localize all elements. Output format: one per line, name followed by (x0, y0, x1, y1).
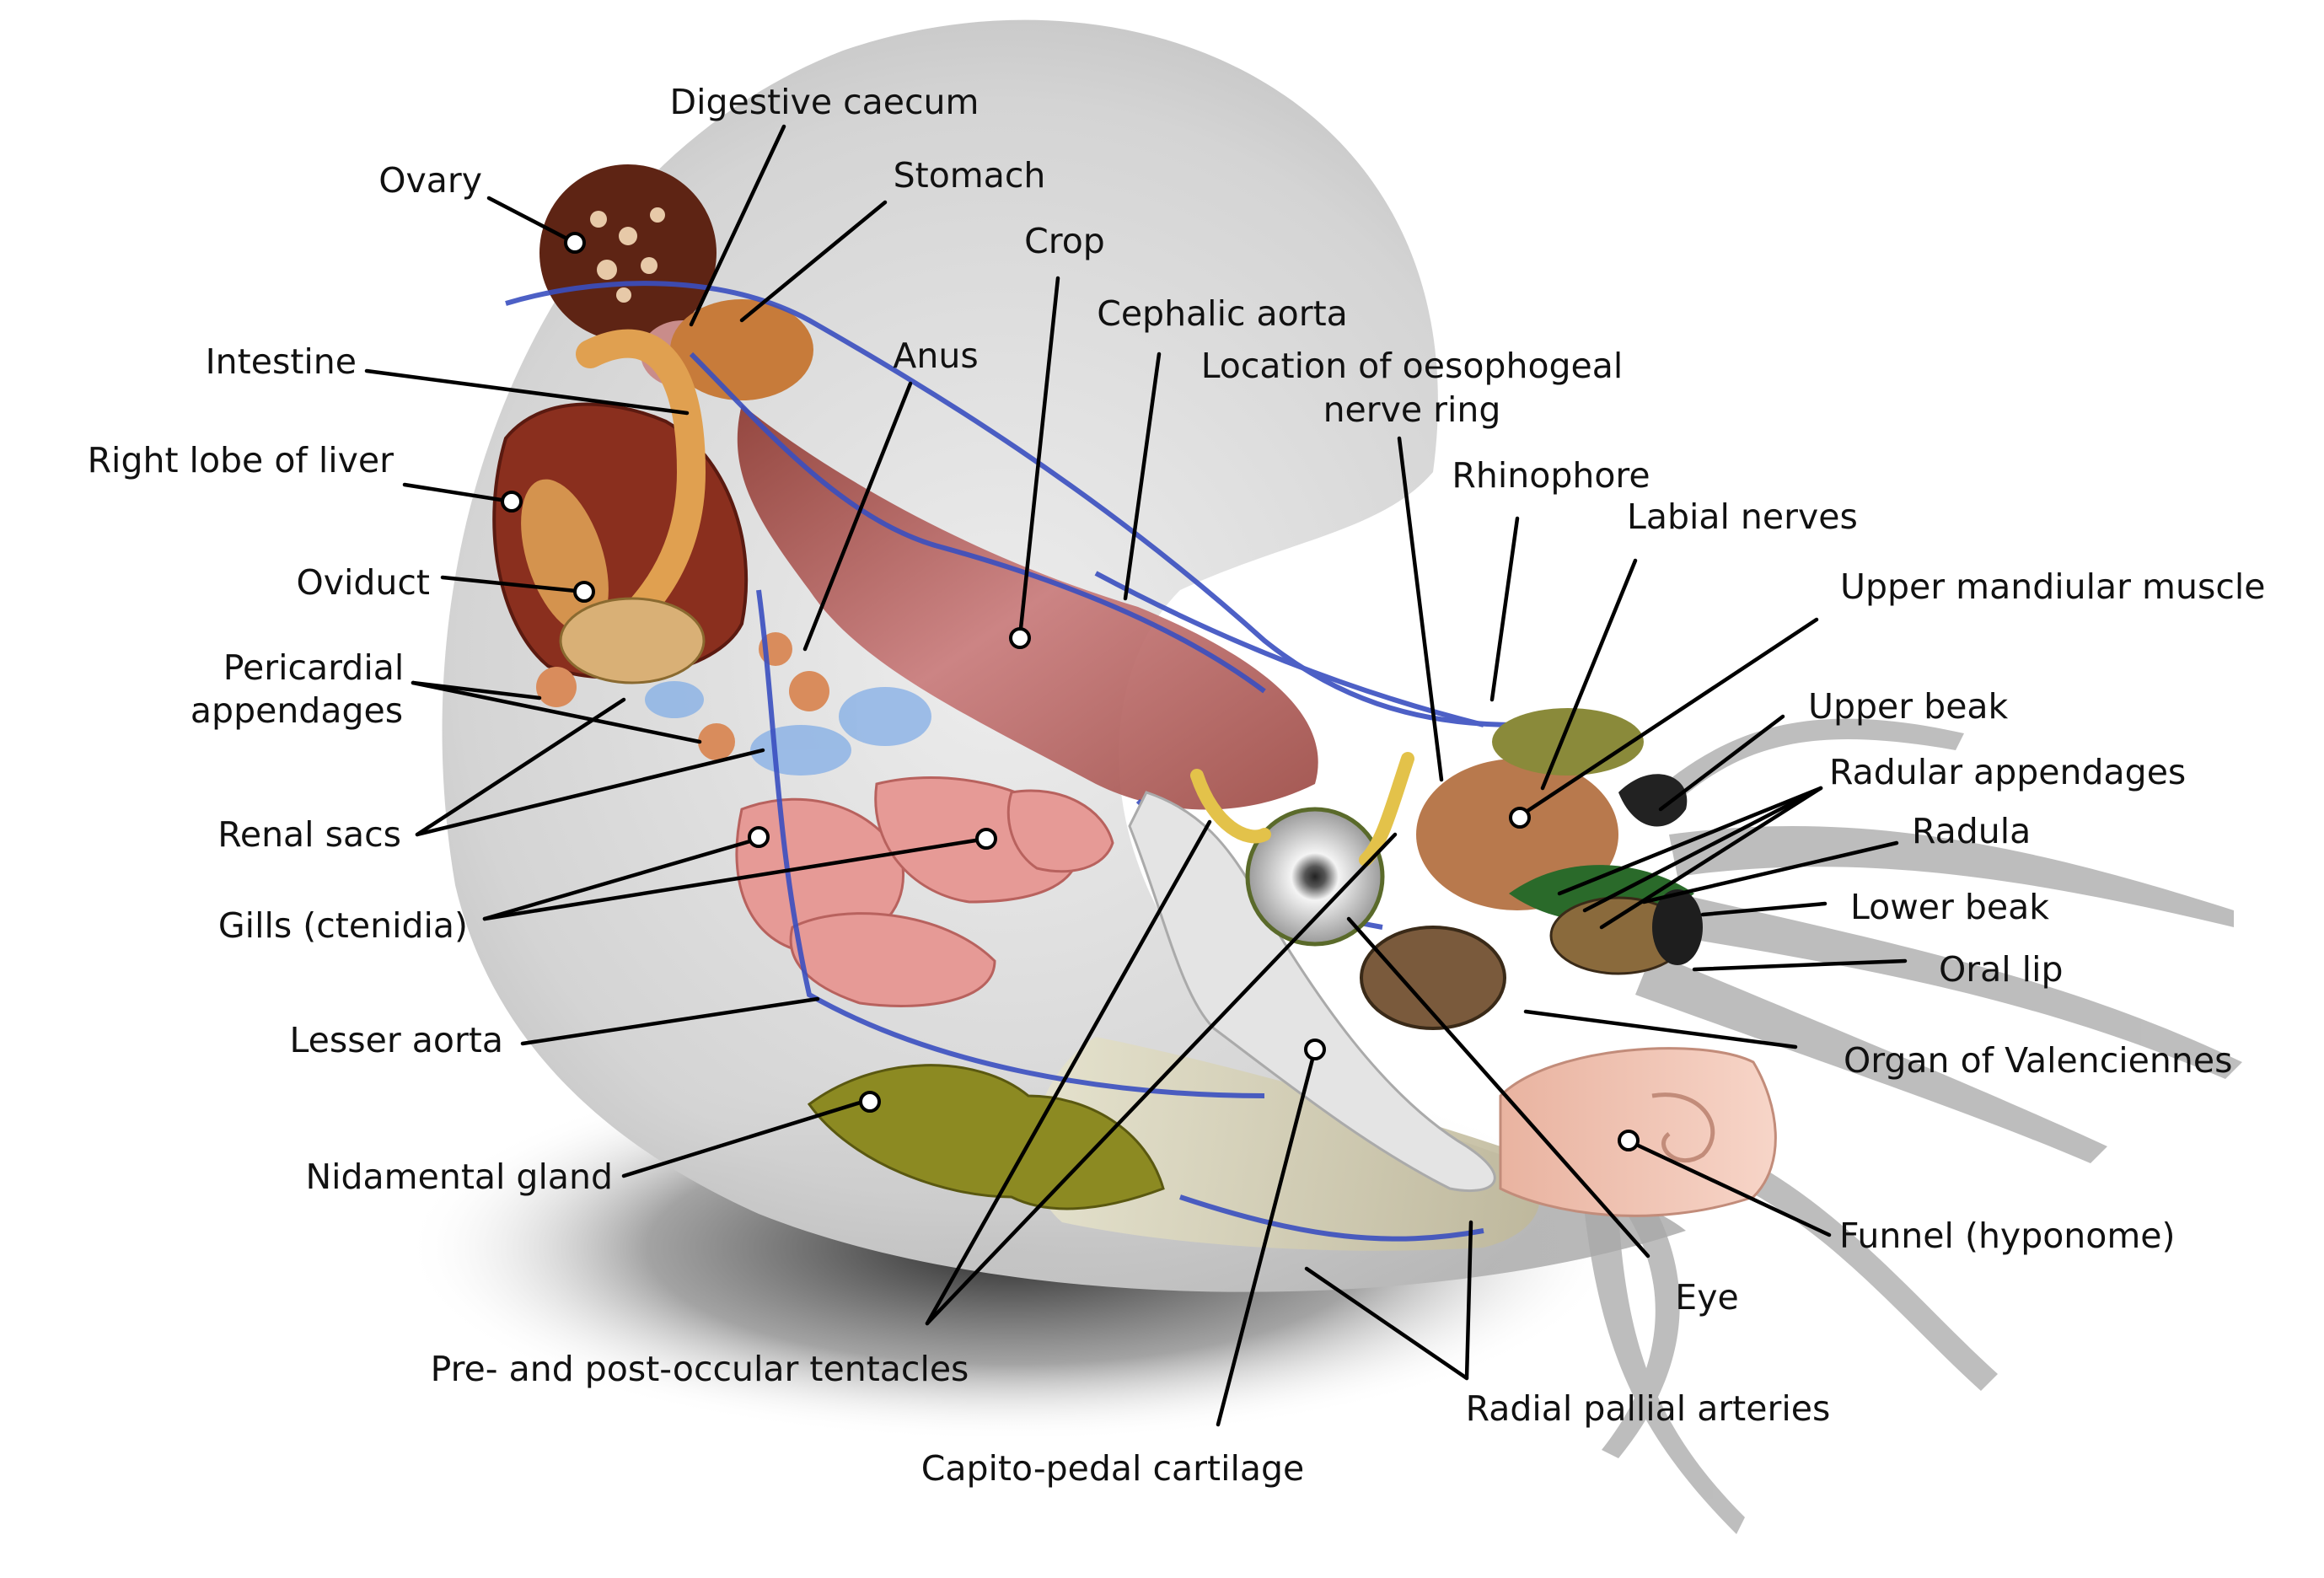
label-rhinophore: Rhinophore (1452, 455, 1650, 496)
label-intestine: Intestine (206, 341, 357, 382)
ocular-tentacle-pre (1190, 769, 1271, 844)
nidamental-gland (807, 1064, 1165, 1210)
label-eye: Eye (1675, 1277, 1738, 1318)
label-oviduct: Oviduct (296, 562, 430, 603)
funnel (1499, 1047, 1777, 1217)
label-stomach: Stomach (894, 155, 1046, 196)
label-gills: Gills (ctenidia) (218, 905, 468, 946)
organ-of-valenciennes (1360, 926, 1506, 1030)
label-lesser-aorta: Lesser aorta (290, 1020, 503, 1060)
tentacles (1585, 718, 2242, 1534)
label-anus: Anus (893, 335, 978, 376)
label-pericardial-line1: Pericardial (223, 647, 404, 688)
crop (737, 405, 1318, 810)
label-radula: Radula (1912, 811, 2031, 851)
funnel-spiral (1651, 1092, 1715, 1163)
oral-lip (1652, 889, 1703, 965)
label-nidamental-gland: Nidamental gland (305, 1157, 613, 1197)
pericardial-body (559, 597, 706, 684)
label-pericardial-line2: appendages (191, 690, 403, 731)
leader-lines (364, 124, 1908, 1427)
label-renal-sacs: Renal sacs (217, 814, 401, 855)
label-organ-of-valenciennes: Organ of Valenciennes (1844, 1040, 2232, 1081)
label-tentacles: Pre- and post-occular tentacles (431, 1349, 969, 1389)
label-right-lobe-of-liver: Right lobe of liver (88, 440, 394, 480)
upper-beak (1618, 774, 1688, 827)
label-upper-beak: Upper beak (1808, 686, 2009, 727)
ovary (539, 164, 717, 341)
stomach (670, 299, 813, 400)
rhinophore-base (1492, 708, 1644, 776)
label-oral-lip: Oral lip (1939, 949, 2063, 990)
blood-vessels (505, 281, 1518, 1242)
eye (1245, 807, 1385, 947)
label-radial-pallial-arteries: Radial pallial arteries (1466, 1388, 1831, 1429)
label-radular-appendages: Radular appendages (1829, 752, 2186, 792)
label-dots (501, 232, 1640, 1151)
label-nerve-ring-line2: nerve ring (1323, 389, 1501, 430)
label-lower-beak: Lower beak (1850, 887, 2049, 927)
label-crop: Crop (1024, 221, 1105, 261)
label-ovary: Ovary (378, 160, 482, 201)
label-cephalic-aorta: Cephalic aorta (1097, 293, 1348, 334)
ovary-eggs (590, 207, 665, 303)
label-labial-nerves: Labial nerves (1627, 496, 1858, 537)
label-capito-pedal-cartilage: Capito-pedal cartilage (921, 1448, 1304, 1489)
label-nerve-ring-line1: Location of oesophogeal (1201, 346, 1624, 386)
label-funnel: Funnel (hyponome) (1839, 1216, 2176, 1256)
labels: Ovary Digestive caecum Stomach Crop Ceph… (88, 82, 2266, 1489)
label-digestive-caecum: Digestive caecum (670, 82, 980, 122)
ocular-tentacle-post (1359, 752, 1414, 867)
label-upper-mandiular-muscle: Upper mandiular muscle (1840, 566, 2265, 607)
